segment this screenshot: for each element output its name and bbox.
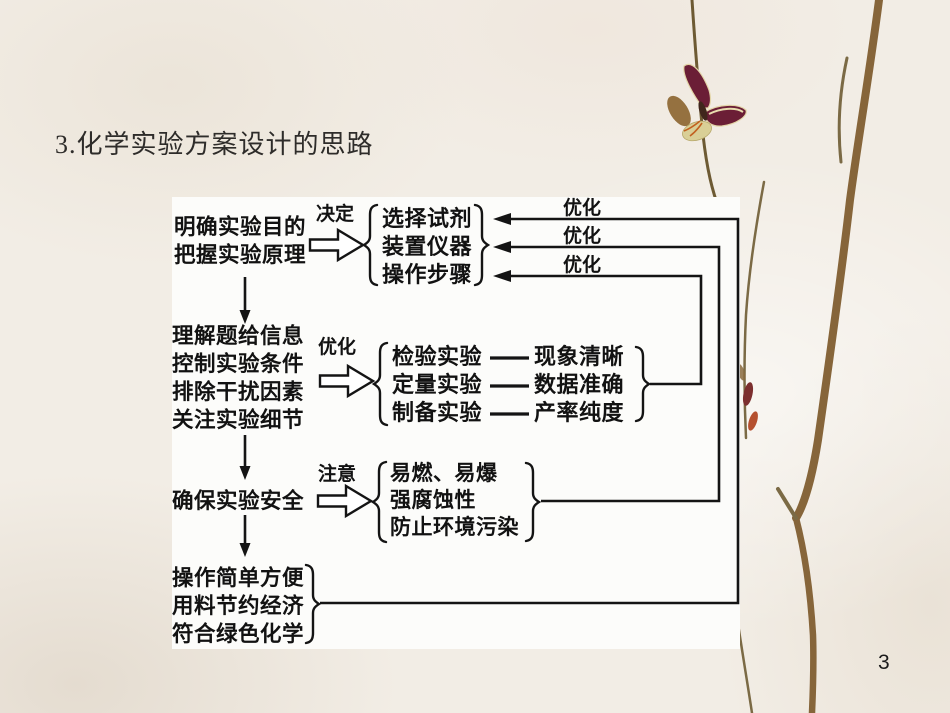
side-shoot-icon [837,56,849,164]
group2-right-3: 产率纯度 [534,400,625,425]
page-number: 3 [878,651,890,674]
brace-close-1 [473,203,491,287]
group2-right-2: 数据准确 [534,372,625,397]
page-title: 3.化学实验方案设计的思路 [55,130,374,159]
group1-item-3: 操作步骤 [382,262,473,287]
group1-item-1: 选择试剂 [382,206,473,231]
main-branch-icon [792,0,883,522]
flowchart-panel: 明确实验目的 把握实验原理 决定 选择试剂 装置仪器 操作步骤 优化 优化 优化… [172,197,740,649]
group1-item-2: 装置仪器 [382,234,473,259]
brace-open-1 [361,203,379,287]
group3-item-1: 易燃、易爆 [390,461,498,485]
block-arrow-attention-icon [316,483,374,519]
feedback-label-1: 优化 [563,198,602,219]
flowchart-connectors [239,203,740,645]
step2-line1: 理解题给信息 [172,324,305,348]
brace-open-2 [371,341,389,427]
attention-label: 注意 [318,464,357,485]
feedback-label-3: 优化 [563,255,602,276]
arrowhead-down-1-icon [239,310,251,324]
branch-stub-icon [776,487,798,520]
block-arrow-optimize-icon [318,363,376,399]
arrowhead-left-2-icon [493,241,511,253]
brace-close-3 [524,461,542,543]
group2-right-1: 现象清晰 [534,344,625,369]
step4-line2: 用料节约经济 [172,594,305,618]
step4-line3: 符合绿色化学 [172,622,305,646]
arrowhead-down-3-icon [239,543,251,557]
step2-line4: 关注实验细节 [172,408,305,432]
brace-close-4 [304,563,322,645]
group2-left-3: 制备实验 [392,400,483,425]
step2-line3: 排除干扰因素 [172,380,305,404]
arrowhead-left-3-icon [493,270,511,282]
feedback-line-1 [320,217,740,605]
step1-line1: 明确实验目的 [174,215,307,239]
step2-line2: 控制实验条件 [172,352,305,376]
arrowhead-down-2-icon [239,466,251,480]
butterfly-icon [667,63,747,142]
arrowhead-left-1-icon [493,213,511,225]
feedback-label-2: 优化 [563,226,602,247]
feedback-line-3 [510,274,703,386]
step3-line1: 确保实验安全 [172,489,305,513]
group2-left-2: 定量实验 [392,372,483,397]
group3-item-3: 防止环境污染 [390,515,519,539]
block-arrow-decide-icon [308,227,366,263]
group2-left-1: 检验实验 [392,344,483,369]
feedback-line-2 [510,245,721,503]
main-branch-lower-icon [792,514,817,713]
bud-dark-icon [742,382,754,406]
decide-label: 决定 [316,204,355,225]
optimize-label: 优化 [318,337,357,358]
step1-line2: 把握实验原理 [174,243,307,267]
brace-close-2 [634,345,652,423]
step4-line1: 操作简单方便 [172,566,305,590]
brace-open-3 [370,460,388,544]
group3-item-2: 强腐蚀性 [390,488,476,512]
bud-orange-icon [748,411,758,431]
